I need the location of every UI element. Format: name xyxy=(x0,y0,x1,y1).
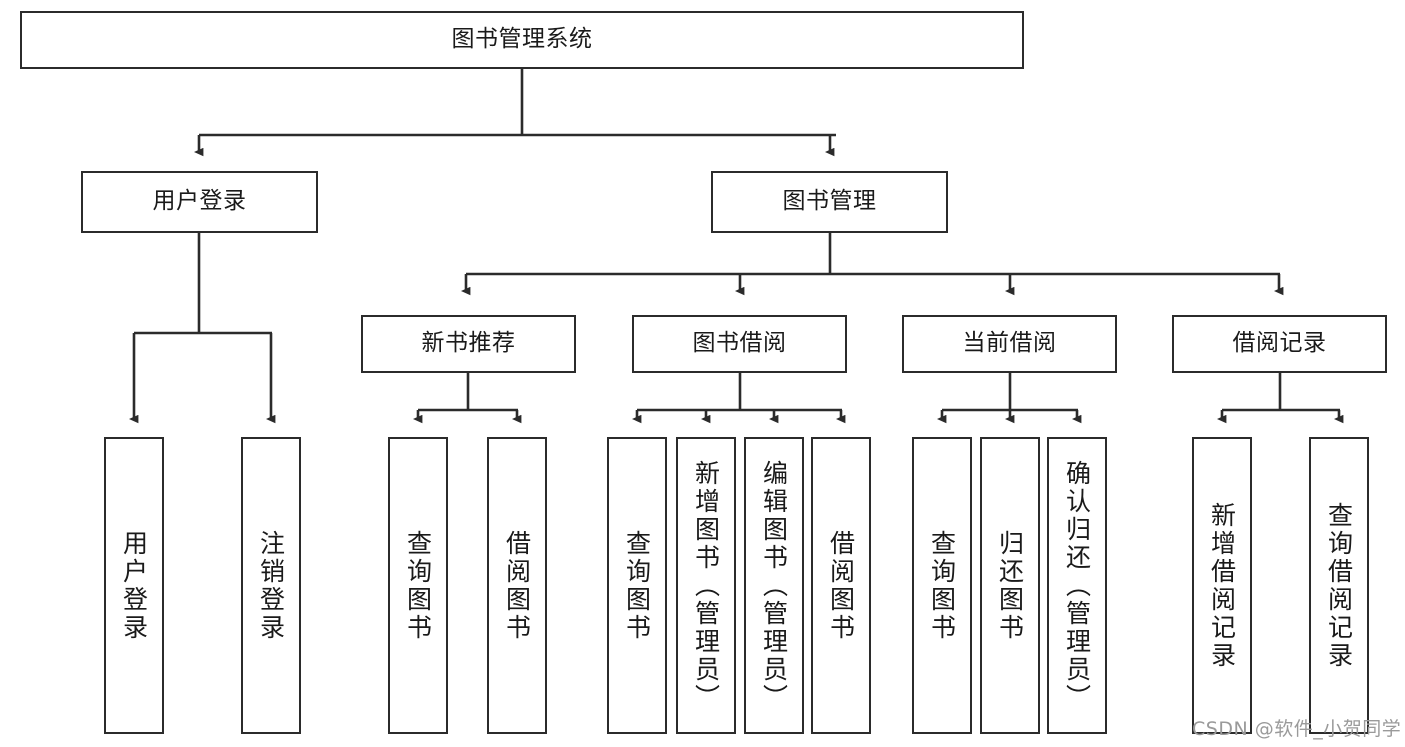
node-root[interactable]: 图书管理系统 xyxy=(20,11,1024,69)
leaf-query-book-3-label: 查询图书 xyxy=(927,529,957,642)
node-book-manage[interactable]: 图书管理 xyxy=(711,171,948,233)
node-borrow-record[interactable]: 借阅记录 xyxy=(1172,315,1387,373)
leaf-borrow-book-2[interactable]: 借阅图书 xyxy=(811,437,871,734)
leaf-add-record-label: 新增借阅记录 xyxy=(1207,501,1237,670)
leaf-return-book[interactable]: 归还图书 xyxy=(980,437,1040,734)
leaf-add-book-label: 新增图书（管理员） xyxy=(691,459,721,712)
leaf-user-login-label: 用户登录 xyxy=(119,529,149,642)
leaf-query-book-3[interactable]: 查询图书 xyxy=(912,437,972,734)
watermark-csdn: CSDN @软件_小贺同学 xyxy=(1192,718,1402,740)
node-book-manage-label: 图书管理 xyxy=(782,188,877,215)
node-current-borrow-label: 当前借阅 xyxy=(962,330,1057,357)
leaf-borrow-book-1[interactable]: 借阅图书 xyxy=(487,437,547,734)
leaf-edit-book[interactable]: 编辑图书（管理员） xyxy=(744,437,804,734)
leaf-borrow-book-2-label: 借阅图书 xyxy=(826,529,856,642)
leaf-query-book-2-label: 查询图书 xyxy=(622,529,652,642)
leaf-user-login[interactable]: 用户登录 xyxy=(104,437,164,734)
leaf-logout[interactable]: 注销登录 xyxy=(241,437,301,734)
leaf-query-record-label: 查询借阅记录 xyxy=(1324,501,1354,670)
leaf-query-book-1[interactable]: 查询图书 xyxy=(388,437,448,734)
leaf-add-record[interactable]: 新增借阅记录 xyxy=(1192,437,1252,734)
leaf-borrow-book-1-label: 借阅图书 xyxy=(502,529,532,642)
node-new-book-recommend-label: 新书推荐 xyxy=(421,330,516,357)
node-borrow-record-label: 借阅记录 xyxy=(1232,330,1327,357)
leaf-confirm-return[interactable]: 确认归还（管理员） xyxy=(1047,437,1107,734)
node-user-login[interactable]: 用户登录 xyxy=(81,171,318,233)
node-book-borrow-label: 图书借阅 xyxy=(692,330,787,357)
leaf-add-book[interactable]: 新增图书（管理员） xyxy=(676,437,736,734)
leaf-query-book-1-label: 查询图书 xyxy=(403,529,433,642)
leaf-confirm-return-label: 确认归还（管理员） xyxy=(1062,459,1092,712)
leaf-return-book-label: 归还图书 xyxy=(995,529,1025,642)
node-book-borrow[interactable]: 图书借阅 xyxy=(632,315,847,373)
node-user-login-label: 用户登录 xyxy=(152,188,247,215)
node-current-borrow[interactable]: 当前借阅 xyxy=(902,315,1117,373)
node-new-book-recommend[interactable]: 新书推荐 xyxy=(361,315,576,373)
leaf-edit-book-label: 编辑图书（管理员） xyxy=(759,459,789,712)
leaf-logout-label: 注销登录 xyxy=(256,529,286,642)
node-root-label: 图书管理系统 xyxy=(451,26,593,53)
leaf-query-book-2[interactable]: 查询图书 xyxy=(607,437,667,734)
leaf-query-record[interactable]: 查询借阅记录 xyxy=(1309,437,1369,734)
